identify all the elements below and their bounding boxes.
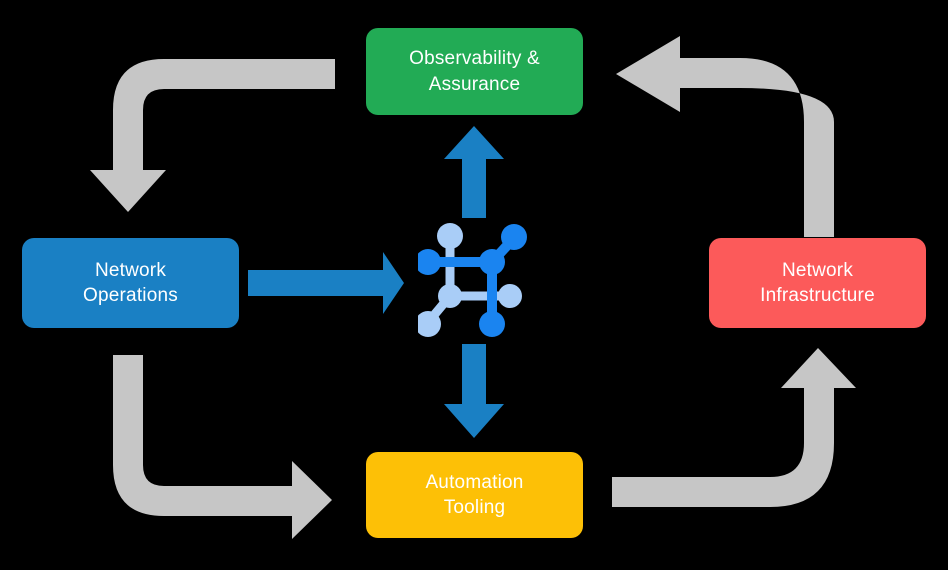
node-network-infrastructure[interactable]: Network Infrastructure xyxy=(709,238,926,328)
icon-node-top-left xyxy=(437,223,463,249)
icon-node-mid-left xyxy=(438,284,462,308)
arrow-center-to-observability xyxy=(444,126,504,218)
node-network-infrastructure-label: Network Infrastructure xyxy=(760,259,875,306)
icon-node-left xyxy=(418,249,441,275)
arrow-automation-to-infrastructure xyxy=(612,348,856,507)
node-network-operations-label: Network Operations xyxy=(83,259,178,306)
icon-node-bottom-left xyxy=(418,311,441,337)
arrow-infrastructure-to-observability xyxy=(616,36,834,237)
arrow-operations-to-automation xyxy=(113,355,332,539)
arrow-operations-to-center xyxy=(248,252,404,314)
arrow-center-to-automation xyxy=(444,344,504,438)
node-automation-tooling[interactable]: Automation Tooling xyxy=(366,452,583,538)
node-observability-assurance[interactable]: Observability & Assurance xyxy=(366,28,583,115)
network-topology-icon xyxy=(418,223,527,337)
node-automation-tooling-label: Automation Tooling xyxy=(425,471,524,518)
node-observability-label: Observability & Assurance xyxy=(409,48,540,95)
arrow-observability-to-operations xyxy=(90,59,335,212)
node-network-operations[interactable]: Network Operations xyxy=(22,238,239,328)
icon-node-center-right xyxy=(479,249,505,275)
icon-node-mid-right xyxy=(498,284,522,308)
icon-node-top-right xyxy=(501,224,527,250)
icon-node-bottom xyxy=(479,311,505,337)
